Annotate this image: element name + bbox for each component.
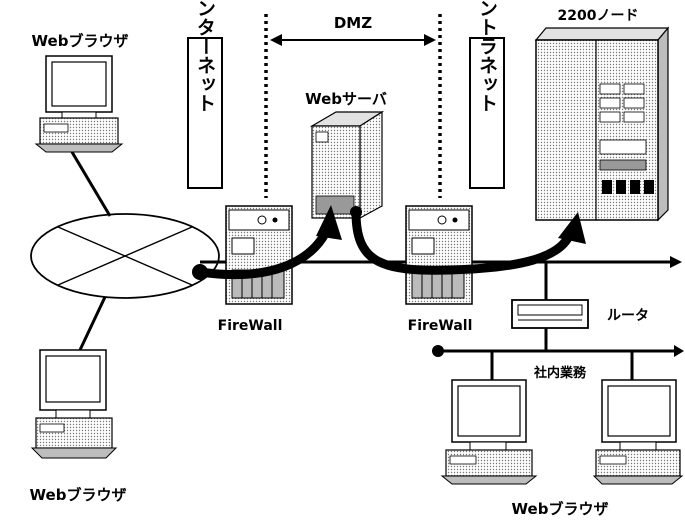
intranet-label: イントラネット [476, 0, 498, 113]
browser-pc-bottom-left: Webブラウザ [30, 350, 127, 504]
intranet-box: イントラネット [470, 0, 504, 188]
browser-bottom-left-label: Webブラウザ [30, 486, 127, 504]
link-top-browser [72, 152, 110, 216]
router: ルータ [512, 262, 649, 351]
node-2200: 2200ノード [536, 8, 668, 220]
internet-box: インターネット [188, 0, 222, 188]
firewall-right-label: FireWall [408, 318, 473, 334]
browser-pc-bottom-right-2 [594, 380, 682, 484]
office-lan-line: 社内業務 [432, 345, 684, 381]
internet-label: インターネット [194, 0, 216, 113]
browser-bottom-right-label: Webブラウザ [512, 500, 609, 518]
dmz-label: DMZ [334, 14, 372, 32]
browser-pc-bottom-right-1 [442, 380, 536, 484]
office-lan-label: 社内業務 [533, 365, 587, 381]
node-label: 2200ノード [558, 8, 639, 24]
browser-pc-top-left: Webブラウザ [32, 32, 129, 152]
web-server-label: Webサーバ [305, 90, 387, 108]
link-bottom-browser [80, 297, 105, 350]
web-server: Webサーバ [305, 90, 387, 218]
browser-top-left-label: Webブラウザ [32, 32, 129, 50]
internet-cloud [31, 214, 219, 298]
firewall-left-label: FireWall [218, 318, 283, 334]
router-label: ルータ [607, 308, 649, 324]
